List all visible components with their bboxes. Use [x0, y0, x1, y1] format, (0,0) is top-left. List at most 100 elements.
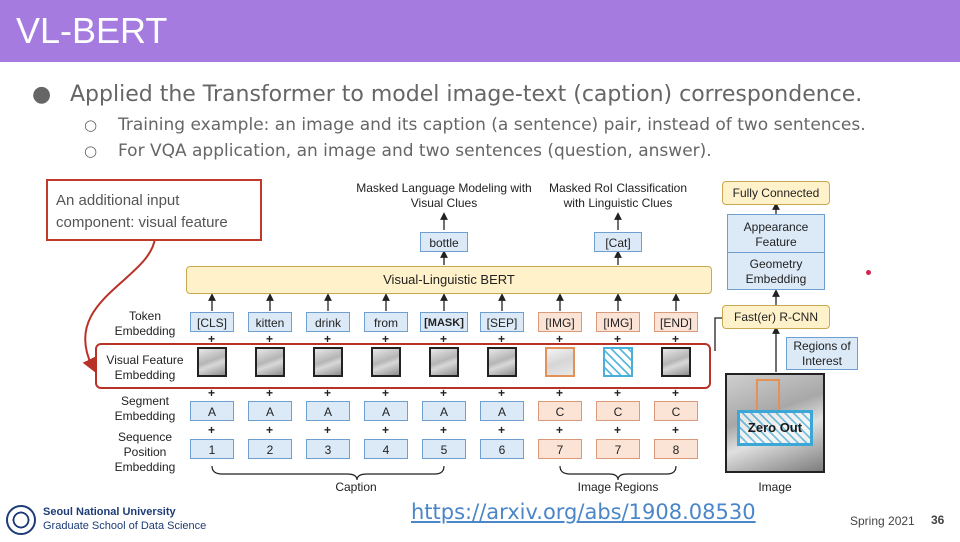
- segment-4: A: [422, 401, 466, 421]
- token-2: drink: [306, 312, 350, 332]
- token-0: [CLS]: [190, 312, 234, 332]
- mlm-head-label: Masked Language Modeling with Visual Clu…: [356, 181, 532, 210]
- visual-feature-zero-out: [603, 347, 633, 377]
- rcnn-box: Fast(er) R-CNN: [722, 305, 830, 329]
- segment-6: C: [538, 401, 582, 421]
- visual-linguistic-bert: Visual-Linguistic BERT: [186, 266, 712, 294]
- position-8: 8: [654, 439, 698, 459]
- visual-feature-image: [429, 347, 459, 377]
- image-label: Image: [758, 480, 792, 494]
- image-regions-group-label: Image Regions: [577, 480, 659, 494]
- plus-sign: +: [324, 332, 332, 346]
- sub-bullet-1-text: Training example: an image and its capti…: [118, 115, 866, 135]
- plus-sign: +: [324, 386, 332, 400]
- sub-bullet-2-text: For VQA application, an image and two se…: [118, 141, 712, 161]
- plus-sign: +: [672, 332, 680, 346]
- mrc-head-label: Masked RoI Classification with Linguisti…: [548, 181, 688, 210]
- bullet-dot: ●: [32, 82, 52, 107]
- plus-sign: +: [324, 423, 332, 437]
- output-cat: [Cat]: [594, 232, 642, 252]
- university-logo: [6, 505, 36, 535]
- appearance-feature-label: Appearance Feature: [743, 220, 809, 249]
- slide-title: VL-BERT: [16, 10, 168, 51]
- plus-sign: +: [614, 332, 622, 346]
- plus-sign: +: [208, 423, 216, 437]
- geometry-embedding-label: Geometry Embedding: [745, 257, 807, 286]
- title-bar: [0, 0, 960, 62]
- segment-embedding-label: Segment Embedding: [114, 394, 176, 423]
- visual-feature-callout: An additional input component: visual fe…: [46, 179, 262, 241]
- visual-feature-image: [255, 347, 285, 377]
- plus-sign: +: [672, 423, 680, 437]
- sub-bullet-dot: ○: [84, 142, 98, 160]
- zero-out-box: Zero Out: [737, 410, 813, 446]
- roi-box: Regions of Interest: [786, 337, 858, 370]
- plus-sign: +: [556, 386, 564, 400]
- segment-2: A: [306, 401, 350, 421]
- plus-sign: +: [498, 423, 506, 437]
- visual-feature-image: [487, 347, 517, 377]
- plus-sign: +: [266, 386, 274, 400]
- visual-feature-image: [661, 347, 691, 377]
- plus-sign: +: [266, 423, 274, 437]
- paper-link[interactable]: https://arxiv.org/abs/1908.08530: [411, 500, 756, 524]
- feature-divider: [727, 252, 825, 253]
- visual-feature-image: [313, 347, 343, 377]
- position-2: 3: [306, 439, 350, 459]
- segment-0: A: [190, 401, 234, 421]
- page-number: 36: [931, 513, 945, 527]
- plus-sign: +: [440, 423, 448, 437]
- position-6: 7: [538, 439, 582, 459]
- plus-sign: +: [498, 386, 506, 400]
- position-7: 7: [596, 439, 640, 459]
- segment-8: C: [654, 401, 698, 421]
- sub-bullet-dot: ○: [84, 116, 98, 134]
- visual-feature-embedding-label: Visual Feature Embedding: [106, 353, 184, 382]
- plus-sign: +: [556, 332, 564, 346]
- caption-group-label: Caption: [335, 480, 377, 494]
- university-name: Seoul National University: [43, 506, 176, 518]
- position-3: 4: [364, 439, 408, 459]
- token-embedding-label: Token Embedding: [114, 309, 176, 338]
- plus-sign: +: [614, 386, 622, 400]
- plus-sign: +: [382, 386, 390, 400]
- school-name: Graduate School of Data Science: [43, 520, 207, 532]
- main-bullet-text: Applied the Transformer to model image-t…: [70, 82, 863, 107]
- callout-text: An additional input component: visual fe…: [56, 192, 228, 231]
- plus-sign: +: [382, 332, 390, 346]
- plus-sign: +: [440, 386, 448, 400]
- output-bottle: bottle: [420, 232, 468, 252]
- plus-sign: +: [266, 332, 274, 346]
- position-5: 6: [480, 439, 524, 459]
- segment-3: A: [364, 401, 408, 421]
- plus-sign: +: [382, 423, 390, 437]
- position-1: 2: [248, 439, 292, 459]
- segment-7: C: [596, 401, 640, 421]
- laser-pointer-dot: [866, 270, 871, 275]
- plus-sign: +: [208, 386, 216, 400]
- token-5: [SEP]: [480, 312, 524, 332]
- token-4: [MASK]: [420, 312, 468, 332]
- position-4: 5: [422, 439, 466, 459]
- plus-sign: +: [498, 332, 506, 346]
- visual-feature-highlight: [95, 343, 711, 389]
- segment-5: A: [480, 401, 524, 421]
- visual-feature-image: [197, 347, 227, 377]
- plus-sign: +: [208, 332, 216, 346]
- position-0: 1: [190, 439, 234, 459]
- semester-label: Spring 2021: [850, 514, 915, 528]
- plus-sign: +: [614, 423, 622, 437]
- plus-sign: +: [440, 332, 448, 346]
- token-7: [IMG]: [596, 312, 640, 332]
- roi-highlight: [756, 379, 780, 412]
- token-8: [END]: [654, 312, 698, 332]
- plus-sign: +: [556, 423, 564, 437]
- plus-sign: +: [672, 386, 680, 400]
- segment-1: A: [248, 401, 292, 421]
- token-3: from: [364, 312, 408, 332]
- visual-feature-roi-crop: [545, 347, 575, 377]
- token-6: [IMG]: [538, 312, 582, 332]
- fully-connected-box: Fully Connected: [722, 181, 830, 205]
- token-1: kitten: [248, 312, 292, 332]
